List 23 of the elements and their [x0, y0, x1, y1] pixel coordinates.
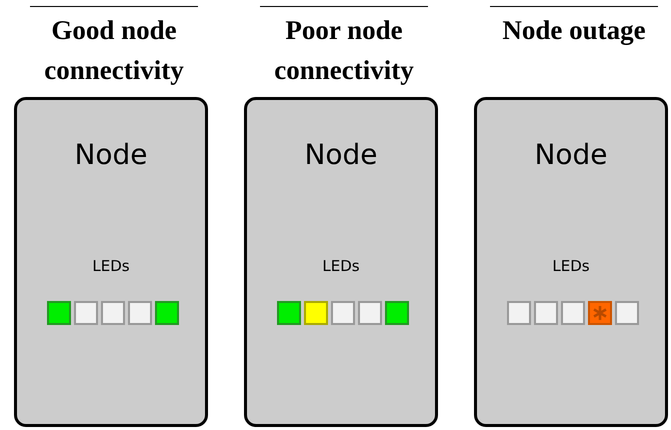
led-indicator: [277, 301, 301, 325]
panel-heading: Node outage: [501, 14, 647, 47]
panel-heading: Poor node connectivity: [273, 14, 415, 87]
led-indicator: [534, 301, 558, 325]
led-indicator: [128, 301, 152, 325]
node-title: Node: [534, 138, 608, 171]
led-indicator: [47, 301, 71, 325]
leds-label: LEDs: [322, 257, 360, 275]
led-indicator: [101, 301, 125, 325]
leds-label: LEDs: [552, 257, 590, 275]
panel-heading: Good node connectivity: [43, 14, 185, 87]
led-indicator: [385, 301, 409, 325]
led-indicator: [74, 301, 98, 325]
led-indicator: [507, 301, 531, 325]
led-indicator: [358, 301, 382, 325]
led-indicator: [615, 301, 639, 325]
leds-label: LEDs: [92, 257, 130, 275]
led-indicator: [561, 301, 585, 325]
led-indicator: [304, 301, 328, 325]
led-indicator: [331, 301, 355, 325]
node-title: Node: [74, 138, 148, 171]
node-title: Node: [304, 138, 378, 171]
led-indicator: [155, 301, 179, 325]
